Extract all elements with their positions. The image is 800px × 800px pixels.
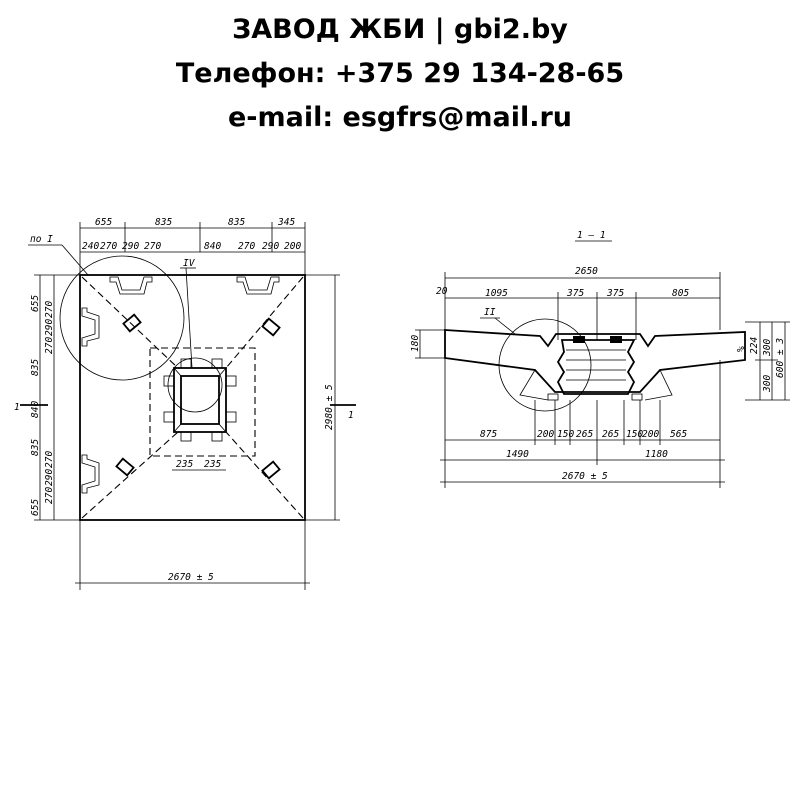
socket-lug <box>225 411 237 423</box>
section-socket <box>556 339 636 395</box>
section-title: 1 — 1 <box>577 230 606 241</box>
lifting-loop <box>122 313 142 333</box>
socket-outer <box>173 367 227 433</box>
section-split-dim: 1180 <box>645 449 668 460</box>
socket-lug <box>163 375 175 387</box>
page-header: ЗАВОД ЖБИ | gbi2.by Телефон: +375 29 134… <box>0 8 800 140</box>
dim-top-3: 835 <box>228 217 245 228</box>
section-view: 1 — 1 2650 20 1095 375 375 805 II <box>410 230 790 488</box>
dim-top-1: 655 <box>95 217 112 228</box>
svg-text:835: 835 <box>30 359 41 376</box>
section-detail-circle <box>498 318 592 412</box>
section-bottom-dim: 265 <box>576 429 593 440</box>
socket-dim: 235 <box>204 459 221 470</box>
section-bottom-dim: 200 <box>642 429 659 440</box>
edge-groove <box>81 454 100 494</box>
section-top-dim: 1095 <box>485 288 508 299</box>
header-phone-line: Телефон: +375 29 134-28-65 <box>175 58 625 89</box>
section-top-dim: 375 <box>566 288 584 299</box>
svg-text:270: 270 <box>44 301 55 318</box>
section-profile <box>444 329 746 393</box>
section-left-height: 180 <box>410 335 421 352</box>
dim-row2-5: 840 <box>204 241 221 252</box>
socket-lug <box>163 411 175 423</box>
svg-text:270: 270 <box>44 337 55 354</box>
section-right-dim: 224 <box>749 337 760 354</box>
section-mark-left: 1 <box>14 402 20 413</box>
section-mark-right: 1 <box>348 410 354 421</box>
socket-dim: 235 <box>176 459 193 470</box>
svg-text:655: 655 <box>30 295 41 312</box>
edge-groove <box>236 276 280 295</box>
svg-text:270: 270 <box>44 451 55 468</box>
height-dim: 2980 ± 5 <box>324 384 335 430</box>
edge-groove <box>81 307 100 347</box>
section-bottom-dim: 150 <box>557 429 574 440</box>
dim-top-4: 345 <box>277 217 295 228</box>
socket-lug <box>211 358 223 369</box>
lifting-loop <box>261 460 281 480</box>
detail-circle-I <box>59 255 185 381</box>
section-node-label: II <box>484 307 496 318</box>
svg-text:270: 270 <box>44 487 55 504</box>
dim-top-2: 835 <box>155 217 172 228</box>
svg-text:290: 290 <box>44 319 55 336</box>
header-factory-line: ЗАВОД ЖБИ | gbi2.by <box>232 14 568 45</box>
section-bottom-dim: 265 <box>602 429 619 440</box>
plan-outline <box>79 274 306 521</box>
plan-view: по I IV 655 835 835 345 240 270 290 270 … <box>14 217 356 590</box>
plan-diagonal <box>225 431 304 519</box>
dim-row2-8: 200 <box>284 241 301 252</box>
section-right-dim: 600 ± 3 <box>775 338 786 378</box>
svg-text:840: 840 <box>30 401 41 418</box>
section-overall-bottom: 2670 ± 5 <box>562 471 608 482</box>
svg-text:655: 655 <box>30 499 41 516</box>
socket-inner <box>180 375 220 425</box>
dim-row2-4: 270 <box>144 241 161 252</box>
section-right-dim: 300 <box>762 375 773 393</box>
section-top-dim: 375 <box>606 288 624 299</box>
plan-inner-dashed-rect <box>149 347 256 457</box>
dim-row2-7: 290 <box>262 241 279 252</box>
socket-lug <box>180 431 192 442</box>
dim-row2-2: 270 <box>100 241 117 252</box>
section-top-dim: 805 <box>672 288 689 299</box>
lifting-loop <box>115 457 135 477</box>
section-bottom-dim: 150 <box>626 429 643 440</box>
socket-lug <box>225 375 237 387</box>
plan-diagonal <box>81 431 179 519</box>
svg-text:835: 835 <box>30 439 41 456</box>
section-bottom-dim: 565 <box>670 429 687 440</box>
section-split-dim: 1490 <box>506 449 529 460</box>
detail-circle-IV <box>167 357 223 413</box>
callout-label: по I <box>30 234 53 245</box>
width-dim: 2670 ± 5 <box>168 572 214 583</box>
dim-row2-3: 290 <box>122 241 139 252</box>
dim-row2-1: 240 <box>82 241 99 252</box>
edge-groove <box>109 276 153 295</box>
plan-diagonal <box>81 276 179 369</box>
section-right-dim: % <box>736 346 747 352</box>
socket-lug <box>211 431 223 442</box>
section-overall-top: 2650 <box>575 266 598 277</box>
lifting-loop <box>261 317 281 337</box>
section-bottom-dim: 200 <box>537 429 554 440</box>
svg-text:290: 290 <box>44 469 55 486</box>
socket-lug <box>180 358 192 369</box>
section-top-offset: 20 <box>436 286 448 297</box>
dim-row2-6: 270 <box>238 241 255 252</box>
node-label: IV <box>183 258 196 269</box>
section-right-dim: 300 <box>762 339 773 357</box>
section-bottom-dim: 875 <box>480 429 497 440</box>
header-email-line: e-mail: esgfrs@mail.ru <box>227 102 573 133</box>
left-dims: 655 270 290 270 835 840 835 270 290 270 … <box>30 295 55 516</box>
